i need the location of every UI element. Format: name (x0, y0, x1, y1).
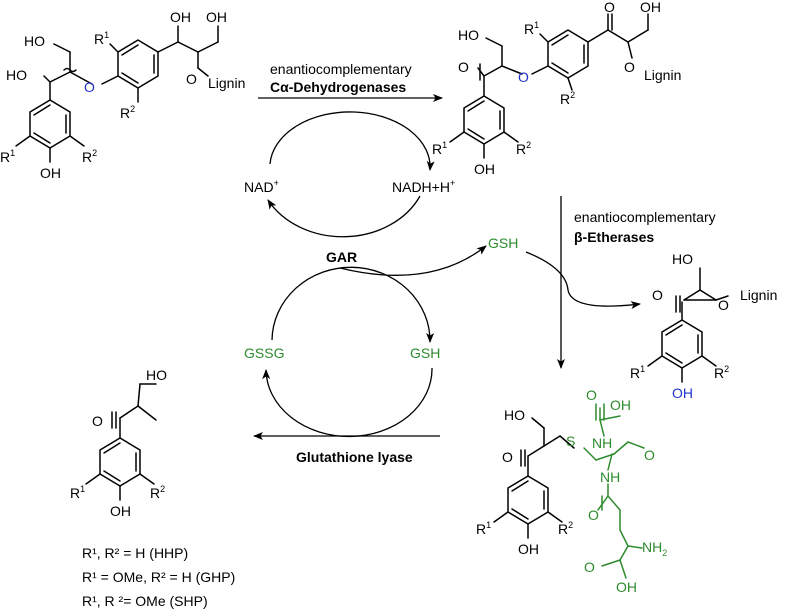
conjugate-o-1: O (644, 447, 655, 463)
step2-label-line1: enantiocomplementary (574, 209, 716, 225)
phenolic-r2: R2 (714, 364, 729, 381)
ketone-r1-bottom: R1 (432, 140, 447, 157)
gsh-mid-label: GSH (410, 345, 440, 361)
final-r1: R1 (70, 484, 85, 501)
nad-label: NAD+ (244, 178, 279, 195)
substrate-r1-bottom: R1 (0, 148, 15, 165)
conjugate-o-top: O (586, 387, 597, 403)
legend-line2: R¹ = OMe, R² = H (GHP) (82, 569, 235, 585)
phenolic-lignin: Lignin (740, 287, 777, 303)
substrate-ether-oxygen: O (84, 79, 95, 95)
gar-label: GAR (326, 249, 357, 265)
glutathione-conjugate-structure: HO O S R1 R2 OH O OH NH O NH O NH2 O OH (476, 387, 667, 595)
final-oh: OH (110, 503, 131, 519)
gsh-cycle-bottom-arrow (262, 367, 433, 438)
ketone-ether-oxygen: O (518, 69, 529, 85)
substrate-r2: R2 (120, 104, 135, 121)
ketone-lignin: Lignin (644, 67, 681, 83)
ketone-o-lignin: O (624, 59, 635, 75)
conjugate-o-3: O (584, 559, 595, 575)
substrate-r2-bottom: R2 (82, 148, 97, 165)
conjugate-o-2: O (588, 507, 599, 523)
conjugate-r1: R1 (476, 520, 491, 537)
final-o: O (92, 413, 103, 429)
nad-cycle-bottom-arrow (267, 195, 421, 238)
final-ho: HO (146, 367, 167, 383)
substrate-ho-1: HO (24, 33, 45, 49)
substrate-oh-bottom: OH (40, 165, 61, 181)
conjugate-o-carbonyl: O (502, 449, 513, 465)
conjugate-nh-1: NH (592, 435, 612, 451)
conjugate-nh2: NH2 (642, 539, 667, 558)
substrate-lignin: Lignin (208, 75, 245, 91)
legend-line3: R¹, R ²= OMe (SHP) (82, 593, 208, 609)
ketone-ho: HO (458, 27, 479, 43)
gsh-top-label: GSH (488, 235, 518, 251)
substrate-o-lignin: O (186, 71, 197, 87)
gar-gsh-arrow (339, 245, 487, 276)
ketone-oh-bottom: OH (474, 161, 495, 177)
substrate-oh-1: OH (170, 9, 191, 25)
final-r2: R2 (150, 484, 165, 501)
final-product-structure: HO O R1 R2 OH (70, 367, 167, 519)
phenolic-ho: HO (672, 251, 693, 267)
step1-label-line2: Cα-Dehydrogenases (270, 79, 406, 95)
ketone-product-structure: HO O O R1 R2 O OH O Lignin R1 R2 OH (432, 0, 681, 177)
nadh-label: NADH+H+ (392, 178, 455, 195)
conjugate-ho: HO (504, 407, 525, 423)
ketone-oh: OH (640, 0, 661, 15)
ketone-r1: R1 (524, 20, 539, 37)
phenolic-oh: OH (672, 385, 693, 401)
step2-label-line2: β-Etherases (574, 229, 654, 245)
conjugate-oh-top: OH (610, 397, 631, 413)
substrate-r1: R1 (94, 30, 109, 47)
gssg-label: GSSG (244, 345, 284, 361)
substrate-ho-2: HO (6, 67, 27, 83)
substrate-oh-2: OH (206, 9, 227, 25)
ketone-o-carbonyl: O (458, 59, 469, 75)
ketone-r2-bottom: R2 (516, 140, 531, 157)
conjugate-oh-bottom: OH (518, 541, 539, 557)
nad-cycle-top-arrow (269, 111, 435, 171)
phenolic-ketone-structure: HO O O Lignin R1 R2 OH (630, 251, 777, 401)
phenolic-o-lignin: O (718, 297, 729, 313)
gsh-cycle-top-arrow (271, 266, 435, 343)
conjugate-r2: R2 (558, 520, 573, 537)
substrate-structure: HO HO O R1 R2 OH OH O Lignin R1 R2 OH (0, 9, 245, 181)
conjugate-s: S (566, 433, 575, 449)
step1-label-line1: enantiocomplementary (270, 61, 412, 77)
ketone-r2: R2 (560, 90, 575, 107)
conjugate-oh-3: OH (616, 579, 637, 595)
ketone-o-top: O (604, 0, 615, 15)
conjugate-nh-2: NH (600, 469, 620, 485)
phenolic-o-carbonyl: O (652, 287, 663, 303)
etherase-side-arrow (525, 251, 641, 310)
legend-line1: R¹, R² = H (HHP) (82, 545, 188, 561)
phenolic-r1: R1 (630, 364, 645, 381)
step3-label: Glutathione lyase (296, 449, 413, 465)
